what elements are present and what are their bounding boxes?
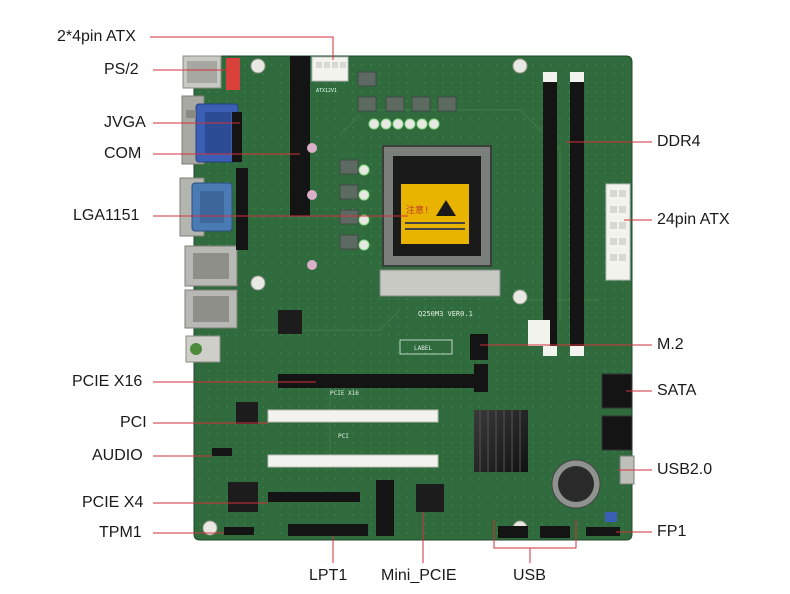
label-ps2: PS/2: [104, 61, 139, 78]
mini-pcie-slot: [376, 480, 394, 536]
label-atx-8pin: 2*4pin ATX: [57, 28, 136, 45]
label-audio: AUDIO: [92, 447, 143, 464]
m2-slot: [470, 334, 488, 360]
label-ddr4: DDR4: [657, 133, 701, 150]
label-tpm1: TPM1: [99, 524, 142, 541]
label-usb20: USB2.0: [657, 461, 713, 478]
fp1-header: [586, 527, 620, 536]
label-pad-silk: LABEL: [414, 345, 432, 352]
atx-24pin: [605, 183, 631, 281]
pci-slot-2: [267, 454, 439, 468]
label-pci: PCI: [120, 414, 147, 431]
label-fp1: FP1: [657, 523, 687, 540]
lpt1-header: [288, 524, 368, 536]
ddr4-slot-2: [570, 78, 584, 356]
pcie-x4-slot: [268, 492, 360, 502]
chipset-heatsink: [474, 410, 528, 472]
label-jvga: JVGA: [104, 114, 146, 131]
label-com: COM: [104, 145, 142, 162]
audio-header: [212, 448, 232, 456]
sata-port-2: [601, 415, 633, 451]
label-lpt1: LPT1: [309, 567, 348, 584]
lga-socket-cap: [401, 184, 469, 244]
label-pcie-x16: PCIE X16: [72, 373, 143, 390]
ddr4-slot-1: [543, 78, 557, 356]
label-lga1151: LGA1151: [73, 207, 140, 224]
tpm1-header: [224, 527, 254, 535]
pci-slot-1: [267, 409, 439, 423]
callout-lines: [150, 36, 652, 563]
cpu-warning-text: 注意!: [406, 204, 429, 216]
board-model-silk: Q250M3 VER0.1: [418, 310, 473, 318]
usb-header-1: [498, 526, 528, 538]
label-sata: SATA: [657, 382, 697, 399]
label-mini-pcie: Mini_PCIE: [381, 567, 457, 584]
pcie-x16-slot: [278, 374, 482, 388]
atx-silk: ATX12V1: [316, 88, 337, 94]
usb-header-2: [540, 526, 570, 538]
label-atx-24pin: 24pin ATX: [657, 211, 730, 228]
atx-8pin: [311, 56, 349, 82]
pci-silk: PCI: [338, 433, 349, 440]
label-usb: USB: [513, 567, 546, 584]
label-pcie-x4: PCIE X4: [82, 494, 144, 511]
label-m2: M.2: [657, 336, 684, 353]
pcie-silk: PCIE X16: [330, 390, 359, 397]
